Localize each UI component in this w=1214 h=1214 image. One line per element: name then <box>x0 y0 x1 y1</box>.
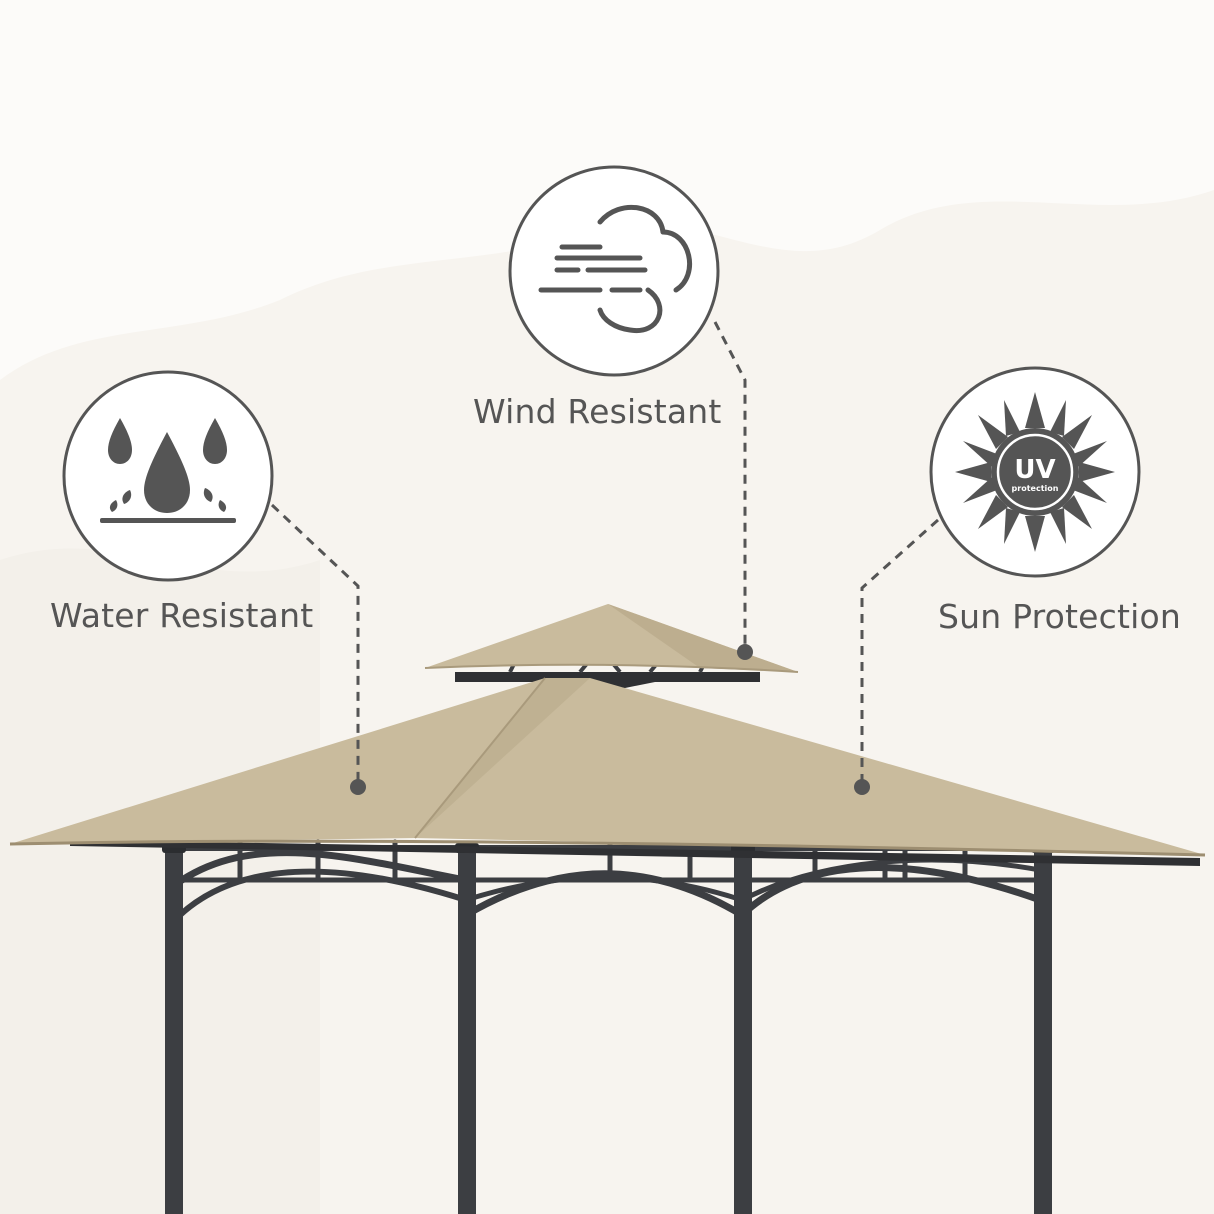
wind-cloud-icon <box>508 165 720 377</box>
uv-badge-title: UV <box>1014 455 1055 485</box>
sun-protection-label: Sun Protection <box>938 597 1182 636</box>
water-drops-icon <box>62 370 274 582</box>
uv-badge-subtitle: protection <box>1012 484 1059 493</box>
callout-dots <box>350 644 870 795</box>
callout-lines <box>270 321 940 787</box>
gazebo-main-canopy <box>9 677 1206 866</box>
wind-resistant-label: Wind Resistant <box>473 392 722 431</box>
uv-sun-icon: UV protection <box>929 366 1141 578</box>
water-resistant-label: Water Resistant <box>50 596 314 635</box>
gazebo-upper-canopy <box>424 604 799 688</box>
